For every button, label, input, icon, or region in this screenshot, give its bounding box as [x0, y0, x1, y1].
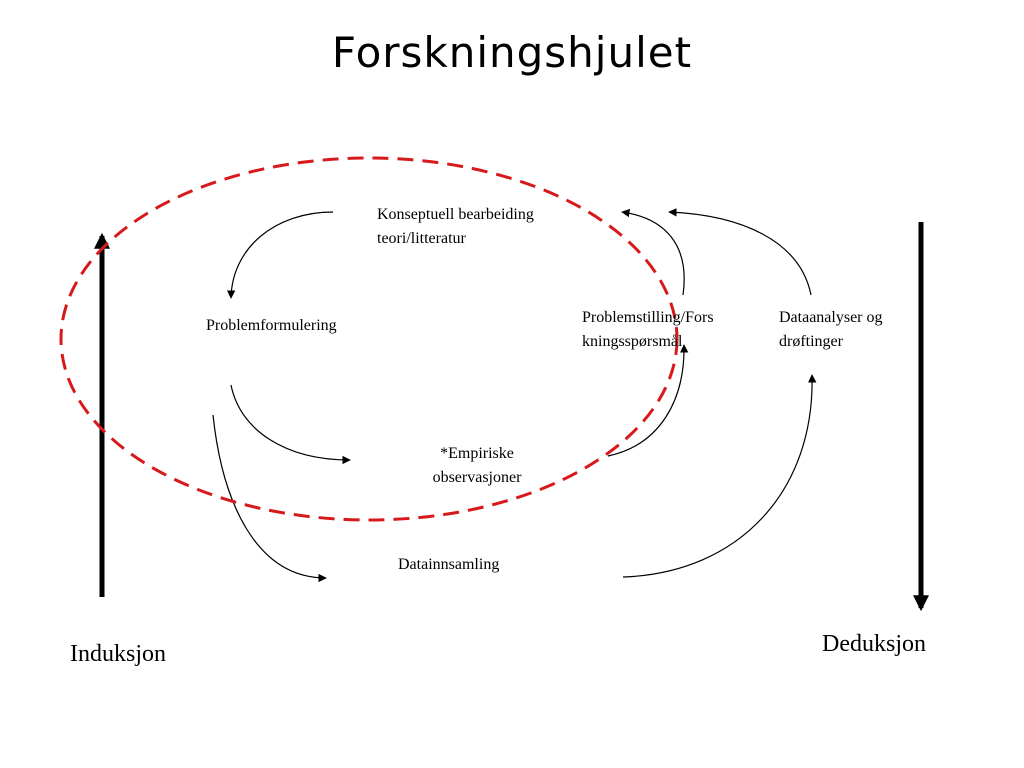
arrow-datainnsamling-to-dataanalyser — [622, 374, 817, 578]
node-konseptuell-line-1: Konseptuell bearbeiding — [377, 206, 534, 223]
node-empiriske-line-1: *Empiriske — [440, 445, 514, 462]
node-konseptuell-bearbeiding: Konseptuell bearbeiding teori/litteratur — [377, 203, 534, 251]
induction-ellipse — [59, 156, 679, 522]
node-empiriske-observasjoner: *Empiriske observasjoner — [412, 442, 542, 490]
node-problemformulering: Problemformulering — [206, 317, 337, 334]
node-konseptuell-line-2: teori/litteratur — [377, 230, 466, 247]
page-title: Forskningshjulet — [331, 28, 693, 77]
node-empiriske-line-2: observasjoner — [432, 469, 522, 486]
node-problemstilling-line-2: kningsspørsmål — [582, 333, 683, 350]
node-dataanalyser: Dataanalyser og drøftinger — [779, 306, 883, 354]
node-dataanalyser-line-2: drøftinger — [779, 333, 843, 350]
label-deduksjon: Deduksjon — [822, 631, 926, 657]
arrow-problemstilling-to-konseptuell — [621, 208, 685, 296]
node-dataanalyser-line-1: Dataanalyser og — [779, 309, 883, 326]
arrow-empiriske-to-problemstilling — [607, 344, 689, 457]
node-problemstilling-line-1: Problemstilling/Fors — [582, 309, 714, 326]
node-datainnsamling: Datainnsamling — [398, 556, 500, 573]
arrow-problemformulering-to-empiriske — [230, 384, 351, 465]
arrow-dataanalyser-to-konseptuell — [668, 208, 812, 296]
arrow-problemformulering-to-datainnsamling — [212, 414, 327, 583]
label-induksjon: Induksjon — [70, 641, 166, 667]
arrow-konseptuell-to-problemformulering — [226, 211, 334, 299]
node-problemstilling: Problemstilling/Fors kningsspørsmål — [582, 306, 714, 354]
